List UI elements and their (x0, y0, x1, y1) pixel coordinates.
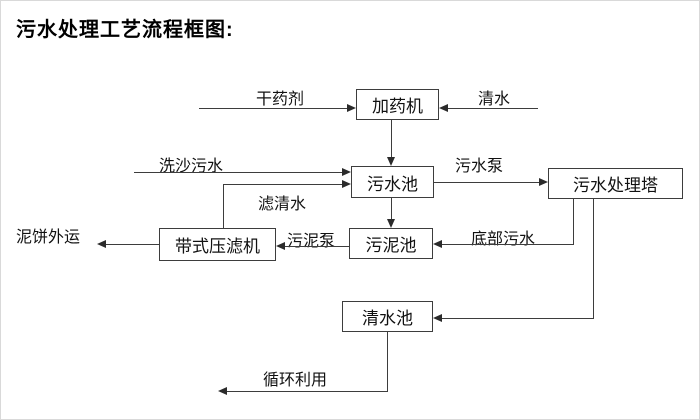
node-belt-filter-press: 带式压滤机 (159, 228, 276, 261)
edge-line-mud-cake-out (106, 244, 159, 245)
arrowhead-sand-washing-sewage (342, 168, 351, 176)
arrowhead-dosing-to-sewage (387, 157, 395, 166)
arrowhead-dry-chemical (347, 104, 356, 112)
arrowhead-clean-water (439, 104, 448, 112)
edge-line-sludge-pump (285, 246, 349, 247)
edge-line-dosing-to-sewage (391, 120, 392, 158)
edge-line-recycle-horizontal (227, 391, 388, 392)
edge-line-dry-chemical (199, 108, 347, 109)
edge-label-bottom-sewage: 底部污水 (471, 231, 536, 248)
arrowhead-sludge-pump (276, 242, 285, 250)
arrowhead-bottom-sewage (433, 240, 442, 248)
edge-line-tower-to-clear-vertical (593, 199, 594, 319)
node-clear-water-pool: 清水池 (342, 301, 433, 332)
node-sludge-pool: 污泥池 (349, 228, 433, 259)
edge-label-clean-water: 清水 (478, 91, 511, 108)
edge-line-tower-to-clear-horizontal (442, 318, 594, 319)
edge-line-sewage-to-sludge (391, 198, 392, 220)
edge-line-sand-washing-sewage (134, 172, 342, 173)
node-sewage-pool: 污水池 (351, 166, 434, 198)
edge-label-mud-cake-out: 泥饼外运 (16, 229, 81, 246)
edge-line-tower-to-sludge-horizontal (442, 244, 574, 245)
node-dosing-machine: 加药机 (356, 89, 439, 120)
node-treatment-tower: 污水处理塔 (548, 168, 683, 199)
arrowhead-tower-to-clear (433, 314, 442, 322)
arrowhead-sewage-pump (539, 178, 548, 186)
arrowhead-sewage-to-sludge (387, 219, 395, 228)
edge-label-dry-chemical: 干药剂 (256, 91, 305, 108)
edge-line-tower-to-sludge-vertical (573, 199, 574, 245)
arrowhead-recycle-use (218, 387, 227, 395)
edge-line-filtered-water-vertical (223, 184, 224, 228)
arrowhead-mud-cake-out (97, 240, 106, 248)
edge-line-sewage-pump (434, 182, 539, 183)
page-title: 污水处理工艺流程框图: (16, 19, 234, 41)
edge-label-recycle-use: 循环利用 (263, 372, 328, 389)
edge-label-filtered-water: 滤清水 (258, 196, 307, 213)
edge-label-sludge-pump: 污泥泵 (287, 233, 336, 250)
edge-line-filtered-water-horizontal (223, 184, 342, 185)
arrowhead-filtered-water (342, 180, 351, 188)
edge-line-clean-water (448, 108, 538, 109)
edge-label-sewage-pump: 污水泵 (455, 158, 504, 175)
edge-line-recycle-vertical (387, 332, 388, 392)
edge-label-sand-washing-sewage: 洗沙污水 (159, 158, 224, 175)
